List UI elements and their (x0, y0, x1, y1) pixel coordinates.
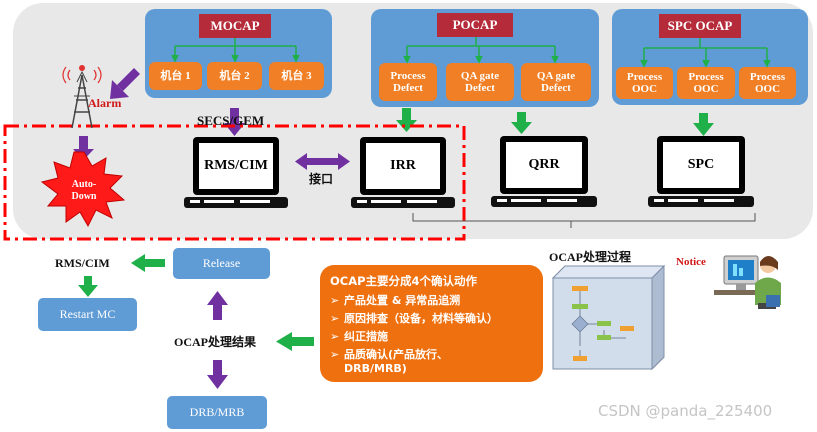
ocap-actions-title: OCAP主要分成4个确认动作 (330, 274, 478, 288)
ocap-action-item: ➢ 纠正措施 (330, 330, 533, 344)
machine-3: 机台 3 (269, 62, 324, 90)
purple-arrow-down-drb (207, 360, 228, 389)
purple-arrow-up-release (207, 291, 228, 320)
purple-arrow-alarm (110, 68, 140, 99)
ocap-action-text: 纠正措施 (344, 330, 388, 343)
interface-arrow (295, 153, 350, 170)
green-arrow-rms-to-restart (78, 276, 98, 297)
watermark: CSDN @panda_225400 (598, 402, 773, 420)
machine-1: 机台 1 (149, 62, 202, 90)
notice-label: Notice (676, 256, 706, 268)
spcocap-title: SPC OCAP (659, 14, 741, 38)
rms-cim-label: RMS/CIM (55, 256, 110, 270)
green-arrow-release-to-rms (131, 254, 165, 272)
green-arrows-down (396, 108, 714, 136)
notice-person-icon (714, 255, 781, 309)
machine-2: 机台 2 (207, 62, 262, 90)
dashed-region (3, 124, 466, 241)
arrow-bullet-icon: ➢ (330, 294, 340, 307)
computer-spc (648, 136, 754, 207)
drb-mrb-box: DRB/MRB (167, 396, 267, 429)
ocap-action-text: 产品处置 & 异常品追溯 (344, 294, 461, 307)
arrow-bullet-icon: ➢ (330, 312, 340, 325)
computer-qrr-label: QRR (528, 157, 560, 172)
computer-rms-label: RMS/CIM (204, 158, 268, 173)
ocap-action-item: ➢ 品质确认(产品放行、 DRB/MRB) (330, 348, 533, 376)
bottom-bracket (412, 213, 756, 228)
green-arrow-info-to-result (276, 332, 314, 351)
spc-item-1: Process OOC (616, 67, 673, 99)
auto-down-burst (40, 151, 126, 228)
alarm-label: Alarm (88, 96, 122, 110)
pocap-item-3: QA gate Defect (521, 63, 591, 101)
release-box: Release (173, 248, 270, 279)
pocap-item-2: QA gate Defect (446, 63, 514, 101)
pocap-connectors (403, 37, 559, 64)
pocap-item-1: Process Defect (379, 63, 437, 101)
computer-rms (184, 137, 288, 208)
computer-irr-label: IRR (390, 158, 416, 173)
mocap-connectors (171, 38, 300, 63)
mocap-title: MOCAP (199, 14, 271, 38)
computer-spc-label: SPC (687, 157, 715, 172)
arrow-bullet-icon: ➢ (330, 348, 340, 361)
ocap-action-item: ➢ 原因排查（设备，材料等确认） (330, 312, 533, 326)
spc-connectors (640, 38, 771, 68)
ocap-result-label: OCAP处理结果 (174, 335, 256, 349)
ocap-action-item: ➢ 产品处置 & 异常品追溯 (330, 294, 533, 308)
alarm-tower-icon (62, 65, 102, 129)
auto-down-label: Auto- Down (71, 179, 97, 202)
computer-qrr (491, 136, 597, 207)
ocap-actions-box: OCAP主要分成4个确认动作 ➢ 产品处置 & 异常品追溯 ➢ 原因排查（设备，材料… (320, 265, 543, 382)
process-flow-box (551, 264, 666, 371)
ocap-action-text: 品质确认(产品放行、 DRB/MRB) (344, 348, 449, 375)
interface-label: 接口 (309, 172, 334, 186)
restart-mc-box: Restart MC (38, 298, 137, 331)
arrow-bullet-icon: ➢ (330, 330, 340, 343)
spc-item-3: Process OOC (739, 67, 796, 99)
spc-item-2: Process OOC (677, 67, 735, 99)
secs-gem-label: SECS/GEM (197, 113, 265, 128)
ocap-action-text: 原因排查（设备，材料等确认） (344, 312, 498, 325)
ocap-process-label: OCAP处理过程 (549, 250, 631, 264)
computer-irr (351, 137, 455, 208)
pocap-title: POCAP (437, 13, 513, 37)
